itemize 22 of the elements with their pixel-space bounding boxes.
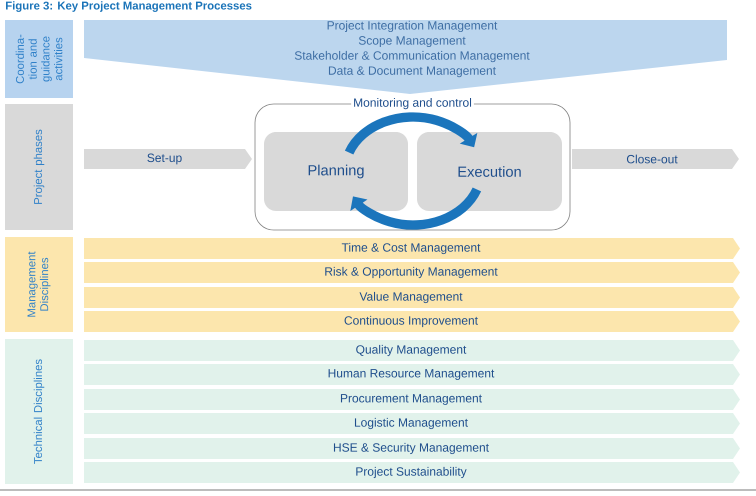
discipline-bar: Quality Management <box>84 340 740 361</box>
discipline-bar: HSE & Security Management <box>84 438 740 459</box>
discipline-bar: Risk & Opportunity Management <box>84 262 740 283</box>
funnel-band: Project Integration Management Scope Management Stakeholder & Communication Management Data & Document Management <box>84 20 727 94</box>
phase-band: Set-up <box>84 149 252 169</box>
discipline-bar: Continuous Improvement <box>84 311 740 332</box>
cycle-arrow <box>345 112 478 155</box>
category-label: Technical Disciplines <box>5 339 73 484</box>
discipline-bar: Procurement Management <box>84 389 740 410</box>
phase-band: Close-out <box>572 149 739 169</box>
figure-title: Figure 3: Key Project Management Processes <box>6 1 252 12</box>
phase-box: Execution <box>417 132 562 211</box>
discipline-bar: Time & Cost Management <box>84 238 740 259</box>
discipline-bar: Project Sustainability <box>84 462 740 483</box>
discipline-bar: Human Resource Management <box>84 364 740 385</box>
category-label: Coordina- tion and guidance activities <box>5 20 73 98</box>
discipline-bar: Logistic Management <box>84 413 740 434</box>
discipline-bar: Value Management <box>84 287 740 308</box>
category-label: Project phases <box>5 104 73 230</box>
category-label: Management Disciplines <box>5 237 73 332</box>
cycle-arrow <box>350 187 481 230</box>
phase-box: Planning <box>264 132 408 211</box>
